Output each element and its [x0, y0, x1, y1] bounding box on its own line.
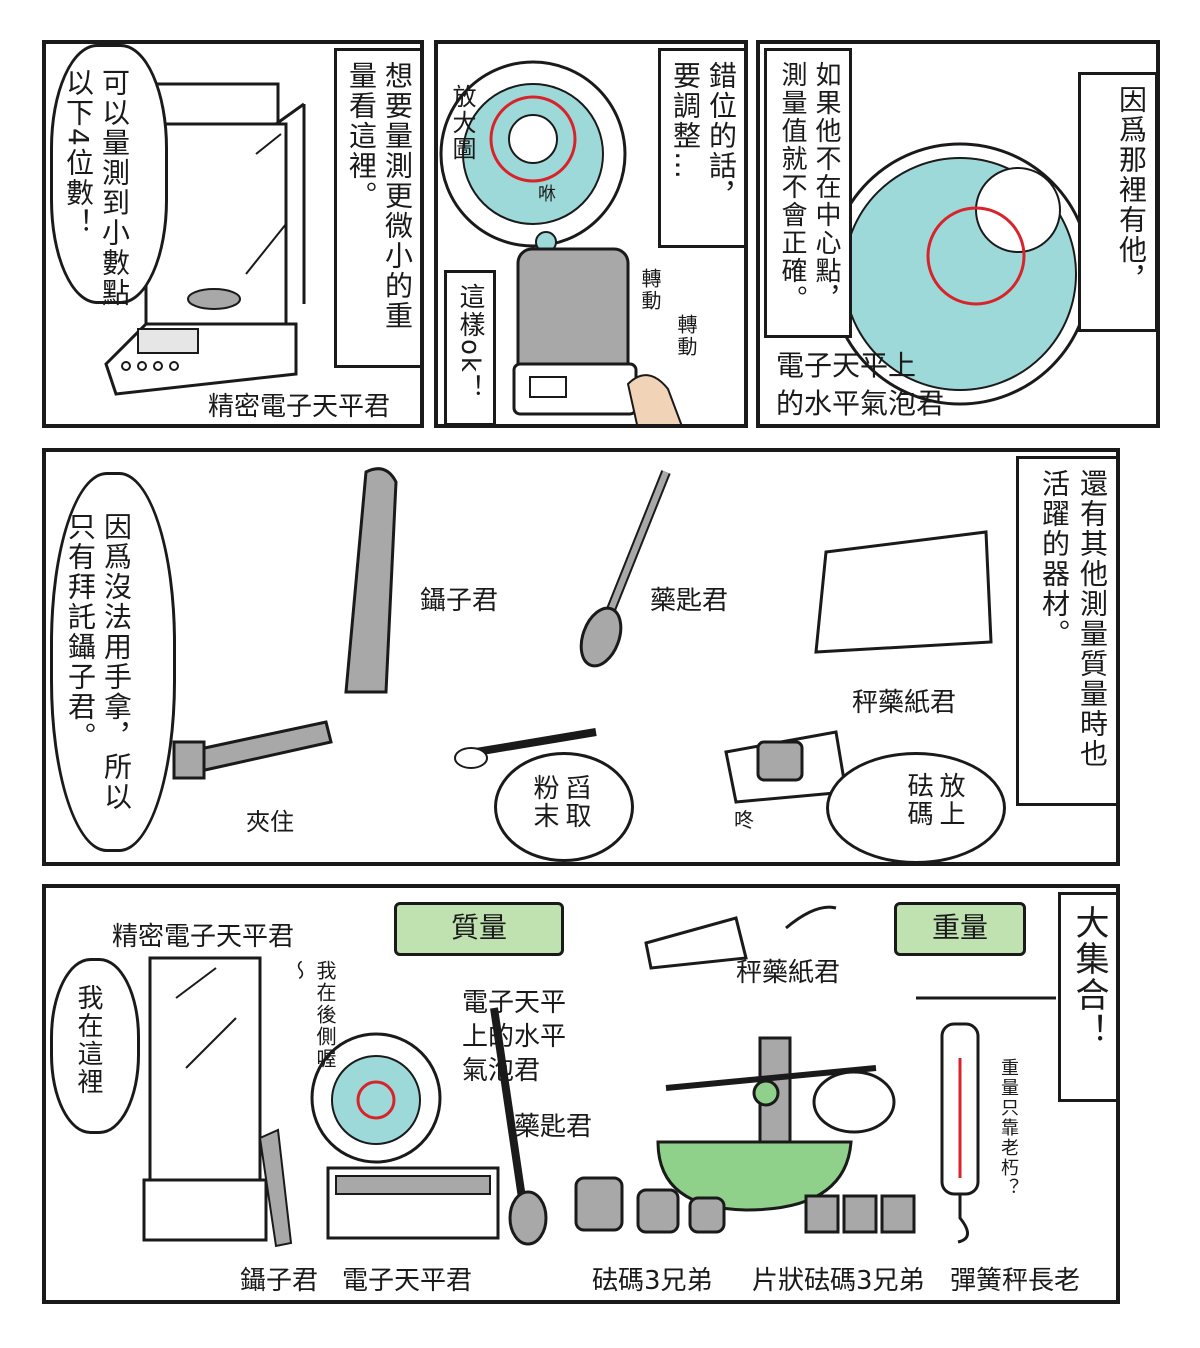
- label-level-line2: 的水平氣泡君: [776, 387, 945, 420]
- panel-assembly: 大集合！ 質量 重量 精密電子天平君 我在這裡 我在後側喔～ 電子天平 上的水平…: [42, 884, 1120, 1304]
- ribbon-mass: 質量: [394, 902, 564, 956]
- speech-bubble-weight: [826, 752, 1006, 862]
- panel-precision-balance: 可以量測到小數點以下4位數！ 想要量測更微小的重量看這裡。 精密電子天平君: [42, 40, 424, 428]
- caption-box-ok: 這樣ok！: [444, 270, 496, 424]
- label-tweezers: 鑷子君: [420, 586, 499, 616]
- panel-level-bubble: 因爲那裡有他， 如果他不在中心點，測量值就不會正確。 電子天平上 的水平氣泡君: [756, 40, 1160, 428]
- label-level-line1: 電子天平上: [776, 349, 917, 382]
- sfx-turn-2: 轉動: [674, 314, 698, 358]
- assembly-illustration: [142, 905, 1056, 1248]
- label-paper-assembly: 秤藥紙君: [736, 958, 841, 988]
- bubble-text-here: 我在這裡: [73, 984, 103, 1096]
- speech-bubble-tweezers: [50, 472, 176, 852]
- sfx-clip: 夾住: [246, 808, 294, 836]
- caption-box-precision: 想要量測更微小的重量看這裡。: [334, 48, 420, 368]
- zoom-label: 放大圖: [448, 84, 476, 162]
- zoom-balance-illustration: [439, 60, 683, 424]
- tools-illustration: [172, 467, 993, 804]
- panel-zoom-adjust: 放大圖 咻 錯位的話，要調整… 這樣ok！ 轉動 轉動: [434, 40, 748, 428]
- label-balance-assembly: 電子天平君: [342, 1266, 473, 1296]
- label-spoon-assembly: 藥匙君: [514, 1112, 593, 1142]
- label-tweezers-assembly: 鑷子君: [240, 1266, 319, 1296]
- label-precision-assembly: 精密電子天平君: [112, 922, 295, 952]
- sfx-turn-1: 轉動: [638, 268, 662, 312]
- caption-box-assembly: 大集合！: [1058, 892, 1116, 1102]
- bubble-text-precision: 可以量測到小數點以下4位數！: [62, 68, 131, 308]
- label-weights-assembly: 砝碼3兄弟: [592, 1266, 713, 1296]
- caption-box-tools: 還有其他測量質量時也活躍的器材。: [1016, 456, 1116, 806]
- label-weighing-paper: 秤藥紙君: [852, 688, 957, 718]
- label-precision-balance: 精密電子天平君: [208, 392, 391, 422]
- caption-box-adjust: 錯位的話，要調整…: [658, 48, 744, 248]
- bubble-text-tweezers: 因爲沒法用手拿，所以只有拜託鑷子君。: [64, 512, 133, 812]
- label-level-line3-assembly: 氣泡君: [462, 1056, 541, 1086]
- level-bubble-illustration: [828, 142, 1092, 406]
- label-spring-assembly: 彈簧秤長老: [950, 1266, 1081, 1296]
- speech-bubble-precision: [50, 44, 168, 304]
- panel-tools: 還有其他測量質量時也活躍的器材。 因爲沒法用手拿，所以只有拜託鑷子君。 鑷子君 …: [42, 448, 1120, 866]
- label-flat-weights-assembly: 片狀砝碼3兄弟: [752, 1266, 925, 1296]
- speech-bubble-powder: [494, 752, 634, 862]
- caption-box-reason: 因爲那裡有他，: [1078, 72, 1156, 332]
- speech-bubble-here: [50, 958, 140, 1134]
- caption-box-center: 如果他不在中心點，測量值就不會正確。: [764, 48, 852, 338]
- sfx-swish: 咻: [538, 184, 556, 205]
- label-level-line1-assembly: 電子天平: [462, 988, 567, 1018]
- ribbon-weight: 重量: [894, 902, 1026, 956]
- label-spoon: 藥匙君: [650, 586, 729, 616]
- bubble-text-powder: 舀取粉末: [529, 774, 591, 830]
- bubble-text-behind: 我在後側喔～: [287, 960, 337, 1070]
- precision-balance-illustration: [104, 82, 306, 396]
- sfx-dong: 咚: [734, 808, 754, 832]
- note-spring: 重量只靠老朽？: [998, 1058, 1019, 1198]
- bubble-text-weight: 放上砝碼: [903, 772, 965, 828]
- label-level-line2-assembly: 上的水平: [462, 1022, 567, 1052]
